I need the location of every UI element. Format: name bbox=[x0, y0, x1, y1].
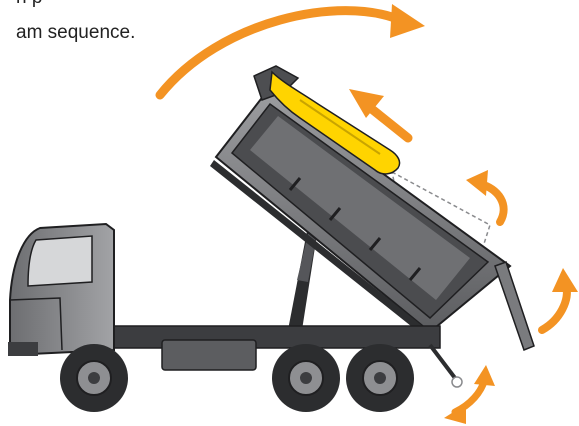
tailgate-swing-arrow-icon bbox=[542, 268, 578, 330]
tailgate-open-arrow-icon bbox=[466, 170, 504, 222]
rear-wheel-1 bbox=[272, 344, 340, 412]
tailgate bbox=[495, 262, 534, 350]
rear-wheel-2 bbox=[346, 344, 414, 412]
front-wheel bbox=[60, 344, 128, 412]
truck-cab bbox=[8, 224, 114, 356]
